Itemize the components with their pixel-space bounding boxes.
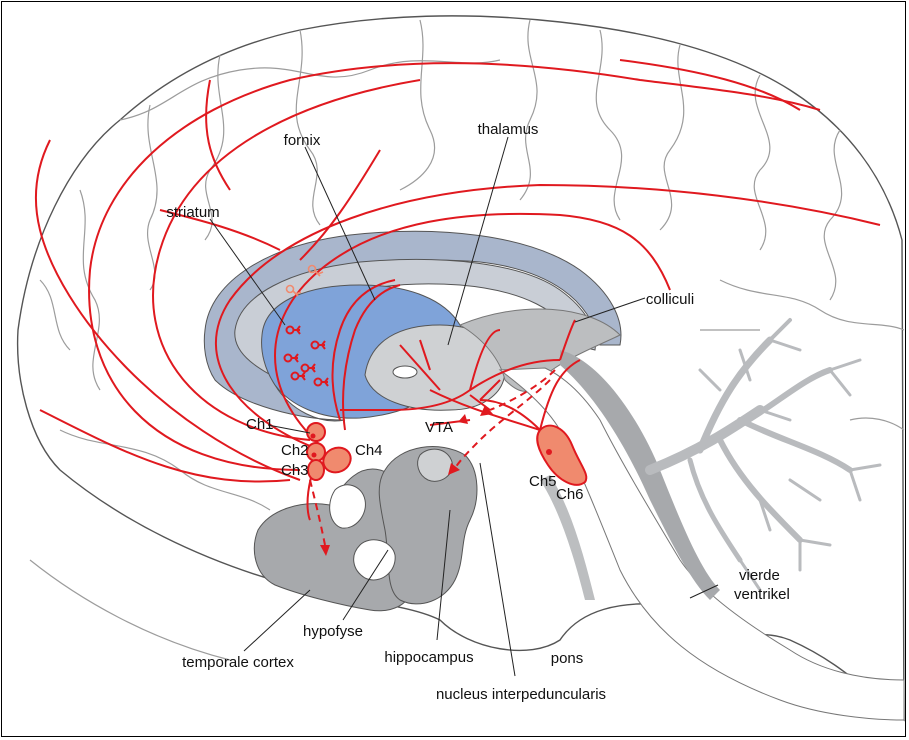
label-hippocampus: hippocampus (384, 650, 473, 665)
label-ch3: Ch3 (281, 463, 309, 478)
label-hypofyse: hypofyse (303, 624, 363, 639)
label-fornix: fornix (284, 133, 321, 148)
label-temporale-cortex: temporale cortex (182, 655, 294, 670)
label-ch4: Ch4 (355, 443, 383, 458)
label-thalamus: thalamus (478, 122, 539, 137)
label-nucleus-interpeduncularis: nucleus interpeduncularis (436, 687, 606, 702)
label-ch5: Ch5 (529, 474, 557, 489)
label-ch1: Ch1 (246, 417, 274, 432)
label-ventrikel: ventrikel (734, 587, 790, 602)
label-vta: VTA (425, 420, 453, 435)
label-pons: pons (551, 651, 584, 666)
label-ch2: Ch2 (281, 443, 309, 458)
label-colliculi: colliculi (646, 292, 694, 307)
label-vierde: vierde (739, 568, 780, 583)
label-ch6: Ch6 (556, 487, 584, 502)
label-striatum: striatum (166, 205, 219, 220)
